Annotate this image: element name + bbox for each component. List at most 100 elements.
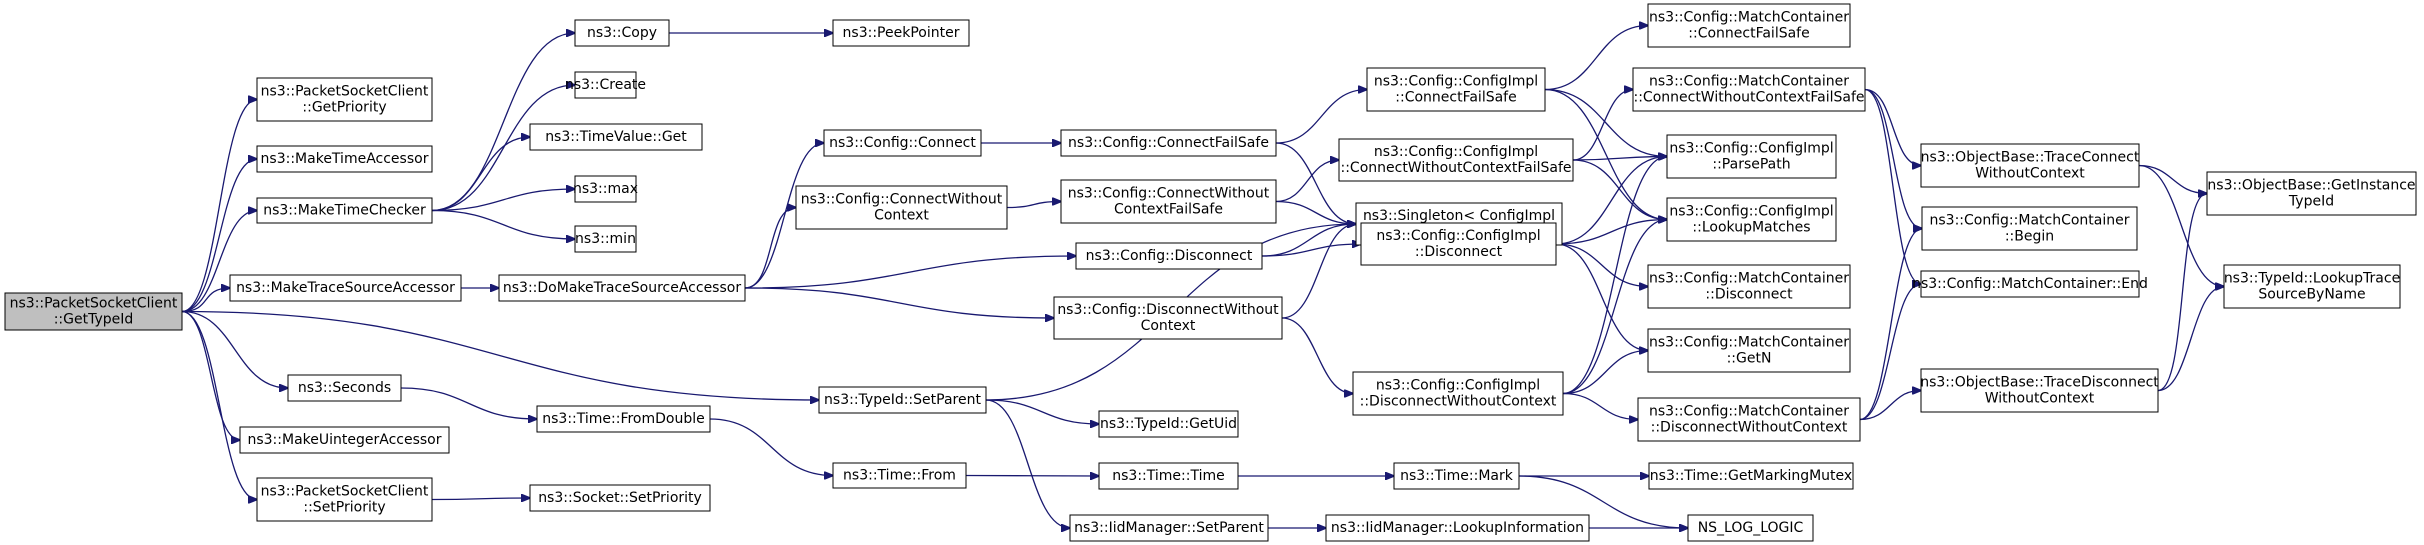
node-box xyxy=(1687,514,1814,542)
node-mcDisconnectWithoutContext[interactable]: ns3::Config::MatchContainer::DisconnectW… xyxy=(1637,397,1861,442)
node-traceDisconnectWithoutContext[interactable]: ns3::ObjectBase::TraceDisconnectWithoutC… xyxy=(1920,368,2159,413)
node-box xyxy=(1360,222,1557,266)
node-makeUintegerAccessor[interactable]: ns3::MakeUintegerAccessor xyxy=(239,426,450,454)
node-implDisconnect[interactable]: ns3::Config::ConfigImpl::Disconnect xyxy=(1360,222,1557,266)
node-label: ns3::PeekPointer xyxy=(843,25,960,41)
edge-setPriority-to-socketSetPriority xyxy=(431,498,530,500)
node-label: ::Disconnect xyxy=(1705,287,1793,303)
edge-implConnectWithoutContextFailSafe-to-mcConnectWithoutContextFailSafe xyxy=(1572,90,1633,161)
node-timeFrom[interactable]: ns3::Time::From xyxy=(832,462,967,489)
node-implParsePath[interactable]: ns3::Config::ConfigImpl::ParsePath xyxy=(1666,134,1837,179)
node-mcGetN[interactable]: ns3::Config::MatchContainer::GetN xyxy=(1647,328,1851,373)
edge-root-to-makeTimeChecker xyxy=(181,211,257,313)
node-box xyxy=(1666,197,1837,242)
node-label: Context xyxy=(1141,318,1196,334)
node-create[interactable]: ns3::Create xyxy=(565,71,646,99)
node-typeIdGetUid[interactable]: ns3::TypeId::GetUid xyxy=(1098,410,1239,438)
node-implDisconnectWithoutContext[interactable]: ns3::Config::ConfigImpl::DisconnectWitho… xyxy=(1352,371,1564,416)
node-label: ns3::Time::FromDouble xyxy=(542,411,705,427)
node-label: ns3::Config::ConnectWithout xyxy=(1068,186,1270,202)
node-box xyxy=(832,19,970,47)
node-min[interactable]: ns3::min xyxy=(574,225,637,253)
edge-implDisconnect-to-mcGetN xyxy=(1555,243,1648,351)
node-label: ns3::TimeValue::Get xyxy=(545,129,687,145)
node-timeValueGet[interactable]: ns3::TimeValue::Get xyxy=(529,123,703,151)
node-configConnect[interactable]: ns3::Config::Connect xyxy=(823,129,982,157)
node-box xyxy=(1069,514,1269,542)
edge-makeTimeChecker-to-copy xyxy=(431,33,575,212)
node-configConnectWithoutContext[interactable]: ns3::Config::ConnectWithoutContext xyxy=(795,185,1008,230)
node-makeTimeAccessor[interactable]: ns3::MakeTimeAccessor xyxy=(256,145,433,173)
node-configDisconnectWithoutContext[interactable]: ns3::Config::DisconnectWithoutContext xyxy=(1053,296,1283,340)
node-timeTime[interactable]: ns3::Time::Time xyxy=(1098,462,1239,490)
node-timeMark[interactable]: ns3::Time::Mark xyxy=(1393,462,1520,490)
node-mcBegin[interactable]: ns3::Config::MatchContainer::Begin xyxy=(1921,206,2138,251)
node-label: ns3::Config::ConfigImpl xyxy=(1374,144,1538,160)
node-copy[interactable]: ns3::Copy xyxy=(574,19,670,47)
node-configConnectFailSafe[interactable]: ns3::Config::ConnectFailSafe xyxy=(1060,129,1277,157)
node-mcConnectFailSafe[interactable]: ns3::Config::MatchContainer::ConnectFail… xyxy=(1647,3,1851,48)
edge-mcDisconnectWithoutContext-to-mcBegin xyxy=(1859,229,1922,421)
edge-configConnectWithoutContext-to-configConnectWithoutContextFailSafe xyxy=(1006,202,1061,209)
edge-root-to-makeTraceSourceAccessor xyxy=(181,288,230,313)
node-label: ns3::MakeTimeChecker xyxy=(263,203,426,219)
node-timeFromDouble[interactable]: ns3::Time::FromDouble xyxy=(536,405,711,433)
node-label: ::GetTypeId xyxy=(54,312,134,328)
edge-makeTimeChecker-to-timeValueGet xyxy=(431,137,530,212)
node-mcDisconnect[interactable]: ns3::Config::MatchContainer::Disconnect xyxy=(1647,264,1851,309)
node-timeGetMarkingMutex[interactable]: ns3::Time::GetMarkingMutex xyxy=(1648,462,1854,490)
node-max[interactable]: ns3::max xyxy=(573,175,638,203)
node-label: ns3::Config::MatchContainer::End xyxy=(1912,276,2148,292)
node-label: ns3::Config::ConfigImpl xyxy=(1376,228,1540,244)
node-label: ns3::Time::From xyxy=(843,468,956,484)
node-box xyxy=(574,175,637,203)
node-label: ns3::Time::Time xyxy=(1112,468,1224,484)
node-implConnectFailSafe[interactable]: ns3::Config::ConfigImpl::ConnectFailSafe xyxy=(1366,67,1546,112)
node-traceConnectWithoutContext[interactable]: ns3::ObjectBase::TraceConnectWithoutCont… xyxy=(1920,143,2140,188)
node-label: ns3::Config::MatchContainer xyxy=(1649,74,1849,90)
edge-doMakeTraceSourceAccessor-to-configDisconnect xyxy=(744,256,1076,289)
node-mcConnectWithoutContextFailSafe[interactable]: ns3::Config::MatchContainer::ConnectWith… xyxy=(1632,67,1866,112)
edge-traceConnectWithoutContext-to-getInstanceTypeId xyxy=(2138,164,2207,194)
node-label: Context xyxy=(874,208,929,224)
node-box xyxy=(1647,328,1851,373)
edge-traceConnectWithoutContext-to-lookupTraceSourceByName xyxy=(2138,164,2224,287)
node-implConnectWithoutContextFailSafe[interactable]: ns3::Config::ConfigImpl::ConnectWithoutC… xyxy=(1338,138,1574,182)
node-peekPointer[interactable]: ns3::PeekPointer xyxy=(832,19,970,47)
node-label: ns3::Config::ConfigImpl xyxy=(1374,74,1538,90)
node-root[interactable]: ns3::PacketSocketClient::GetTypeId xyxy=(4,292,183,331)
node-configConnectWithoutContextFailSafe[interactable]: ns3::Config::ConnectWithoutContextFailSa… xyxy=(1060,179,1277,224)
node-seconds[interactable]: ns3::Seconds xyxy=(287,374,402,402)
node-iidLookupInformation[interactable]: ns3::IidManager::LookupInformation xyxy=(1325,514,1590,542)
edge-root-to-setPriority xyxy=(181,310,257,500)
node-mcEnd[interactable]: ns3::Config::MatchContainer::End xyxy=(1912,270,2148,298)
node-box xyxy=(1075,242,1263,270)
node-nsLogLogic[interactable]: NS_LOG_LOGIC xyxy=(1687,514,1814,542)
node-box xyxy=(287,374,402,402)
node-label: ns3::MakeTimeAccessor xyxy=(261,151,429,167)
node-label: ns3::ObjectBase::TraceDisconnect xyxy=(1920,375,2159,391)
edge-configDisconnect-to-singletonGet xyxy=(1261,224,1356,257)
node-label: WithoutContext xyxy=(1975,166,2085,182)
node-makeTraceSourceAccessor[interactable]: ns3::MakeTraceSourceAccessor xyxy=(229,274,462,302)
node-typeIdSetParent[interactable]: ns3::TypeId::SetParent xyxy=(818,386,987,414)
edge-mcDisconnectWithoutContext-to-mcEnd xyxy=(1859,284,1921,421)
node-socketSetPriority[interactable]: ns3::Socket::SetPriority xyxy=(529,484,711,512)
node-configDisconnect[interactable]: ns3::Config::Disconnect xyxy=(1075,242,1263,270)
node-iidSetParent[interactable]: ns3::IidManager::SetParent xyxy=(1069,514,1269,542)
node-label: ::ConnectFailSafe xyxy=(1688,26,1809,42)
edge-timeFromDouble-to-timeFrom xyxy=(709,418,833,476)
node-box xyxy=(832,462,967,489)
edge-implDisconnectWithoutContext-to-mcDisconnectWithoutContext xyxy=(1562,392,1638,420)
node-getPriority[interactable]: ns3::PacketSocketClient::GetPriority xyxy=(256,77,433,122)
edge-doMakeTraceSourceAccessor-to-configDisconnectWithoutContext xyxy=(744,287,1054,318)
node-setPriority[interactable]: ns3::PacketSocketClient::SetPriority xyxy=(256,477,433,522)
node-implLookupMatches[interactable]: ns3::Config::ConfigImpl::LookupMatches xyxy=(1666,197,1837,242)
node-doMakeTraceSourceAccessor[interactable]: ns3::DoMakeTraceSourceAccessor xyxy=(498,274,746,302)
node-label: ns3::Config::ConfigImpl xyxy=(1376,378,1540,394)
node-label: ns3::Config::ConfigImpl xyxy=(1669,204,1833,220)
node-makeTimeChecker[interactable]: ns3::MakeTimeChecker xyxy=(256,197,433,224)
